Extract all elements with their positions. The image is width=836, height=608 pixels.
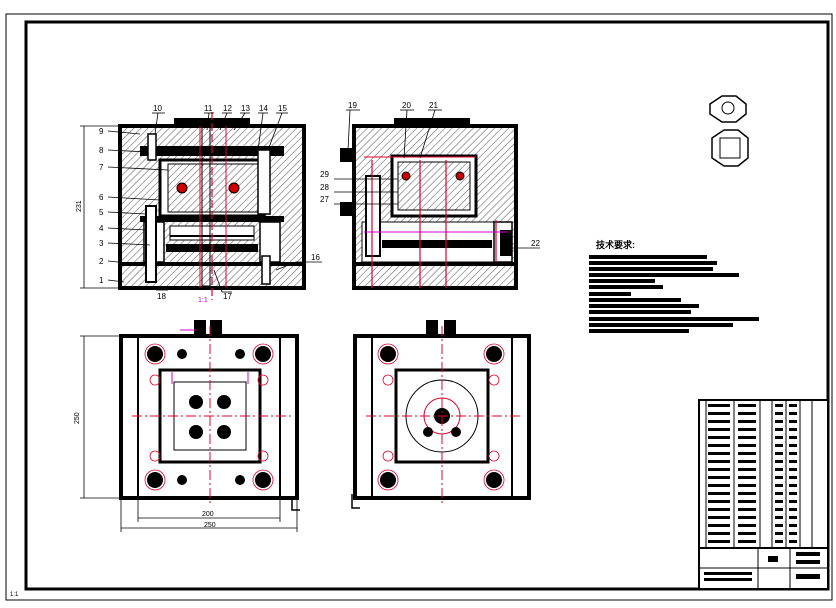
outer-border (5, 13, 833, 601)
part-label: 11 (204, 104, 213, 113)
left-leader-lines (107, 112, 322, 293)
corner-mark: 1:1 (10, 592, 19, 598)
part-label: 22 (531, 239, 540, 248)
part-label: 2 (99, 257, 104, 266)
dimension-height-section (80, 125, 120, 289)
part-label: 1 (99, 276, 104, 285)
plan-view-left (119, 320, 300, 511)
part-label: 8 (99, 146, 104, 155)
bom-table (698, 399, 829, 590)
part-label: 6 (99, 193, 104, 202)
tech-requirements-lines (589, 255, 759, 333)
part-label: 14 (259, 104, 268, 113)
left-section-labels: 9 8 7 6 5 4 3 2 1 10 11 12 13 14 15 18 1… (99, 104, 320, 301)
part-label: 19 (348, 101, 357, 110)
part-label: 29 (320, 170, 329, 179)
part-label: 7 (99, 163, 104, 172)
part-label: 17 (223, 292, 232, 301)
part-label: 21 (429, 101, 438, 110)
plan-view-right (351, 320, 531, 509)
part-label: 4 (99, 224, 104, 233)
right-leader-lines (334, 109, 540, 249)
part-label: 28 (320, 183, 329, 192)
part-label: 9 (99, 127, 104, 136)
right-section-labels: 19 20 21 29 28 27 22 (320, 101, 540, 248)
inner-border (24, 20, 830, 591)
dim-250-width-label: 250 (204, 522, 216, 529)
part-label: 5 (99, 208, 104, 217)
part-label: 16 (311, 253, 320, 262)
part-label: 13 (241, 104, 250, 113)
dim-250-height-label: 250 (74, 412, 81, 424)
section-marker: 1:1 (198, 297, 208, 304)
part-label: 12 (223, 104, 232, 113)
part-label: 15 (278, 104, 287, 113)
section-view-left (118, 112, 306, 300)
dim-231-label: 231 (76, 200, 83, 212)
part-isometric-icon (709, 95, 749, 167)
section-view-right (340, 118, 518, 290)
part-label: 20 (402, 101, 411, 110)
dim-200-label: 200 (202, 511, 214, 518)
part-label: 27 (320, 195, 329, 204)
part-label: 18 (157, 292, 166, 301)
part-label: 3 (99, 239, 104, 248)
tech-requirements-title: 技术要求: (596, 239, 635, 250)
plan-left-dimensions (80, 335, 298, 532)
part-label: 10 (153, 104, 162, 113)
